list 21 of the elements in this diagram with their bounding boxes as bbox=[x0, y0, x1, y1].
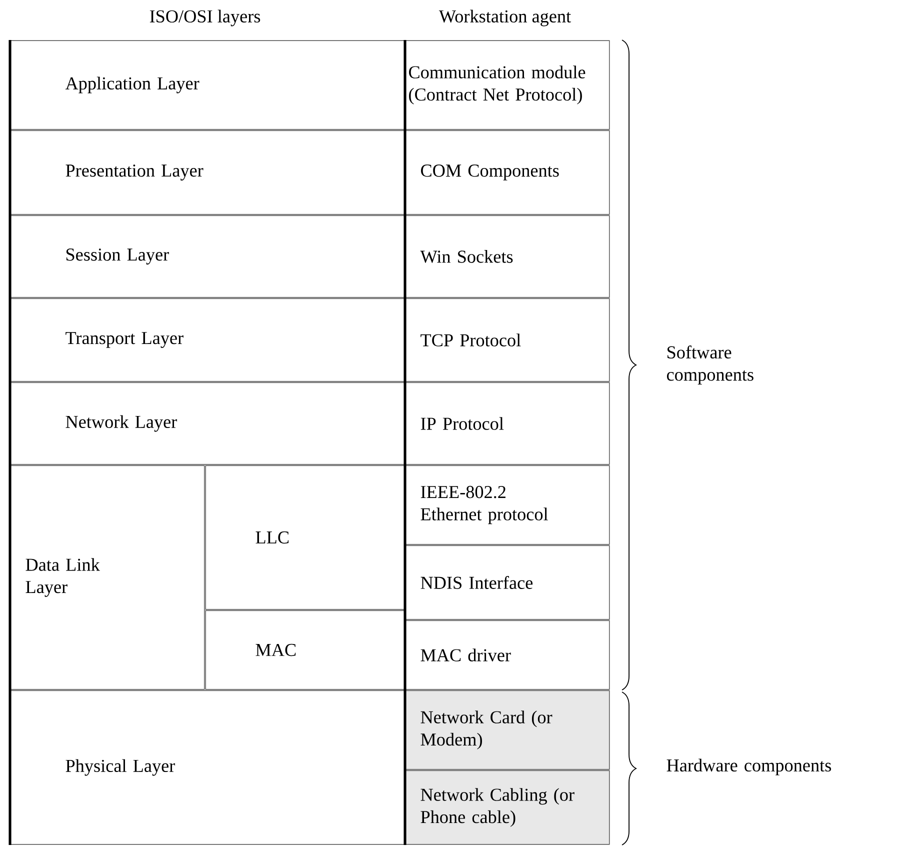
brace-label: Software components bbox=[667, 346, 754, 384]
layer-cell: LLC bbox=[205, 465, 405, 610]
layer-cell: Communication module (Contract Net Protocol) bbox=[405, 40, 610, 130]
layer-cell: Network Cabling (or Phone cable) bbox=[405, 770, 610, 845]
column-heading: Workstation agent bbox=[438, 10, 571, 26]
layer-cell: Win Sockets bbox=[405, 215, 610, 298]
layer-cell: Data Link Layer bbox=[10, 465, 205, 690]
brace-label: Hardware components bbox=[666, 758, 832, 776]
layer-cell: TCP Protocol bbox=[405, 298, 610, 382]
layer-cell: MAC bbox=[205, 610, 405, 690]
layer-cell: Transport Layer bbox=[10, 298, 405, 382]
layer-cell: Network Card (or Modem) bbox=[405, 690, 610, 770]
layer-cell: Presentation Layer bbox=[10, 130, 405, 215]
layer-cell: IP Protocol bbox=[405, 382, 610, 465]
layer-cell: IEEE-802.2 Ethernet protocol bbox=[405, 465, 610, 545]
layer-cell: COM Components bbox=[405, 130, 610, 215]
layer-cell: Application Layer bbox=[10, 40, 405, 130]
layer-cell: Network Layer bbox=[10, 382, 405, 465]
layer-cell: MAC driver bbox=[405, 620, 610, 690]
layer-cell: Session Layer bbox=[10, 215, 405, 298]
layer-cell: NDIS Interface bbox=[405, 545, 610, 620]
